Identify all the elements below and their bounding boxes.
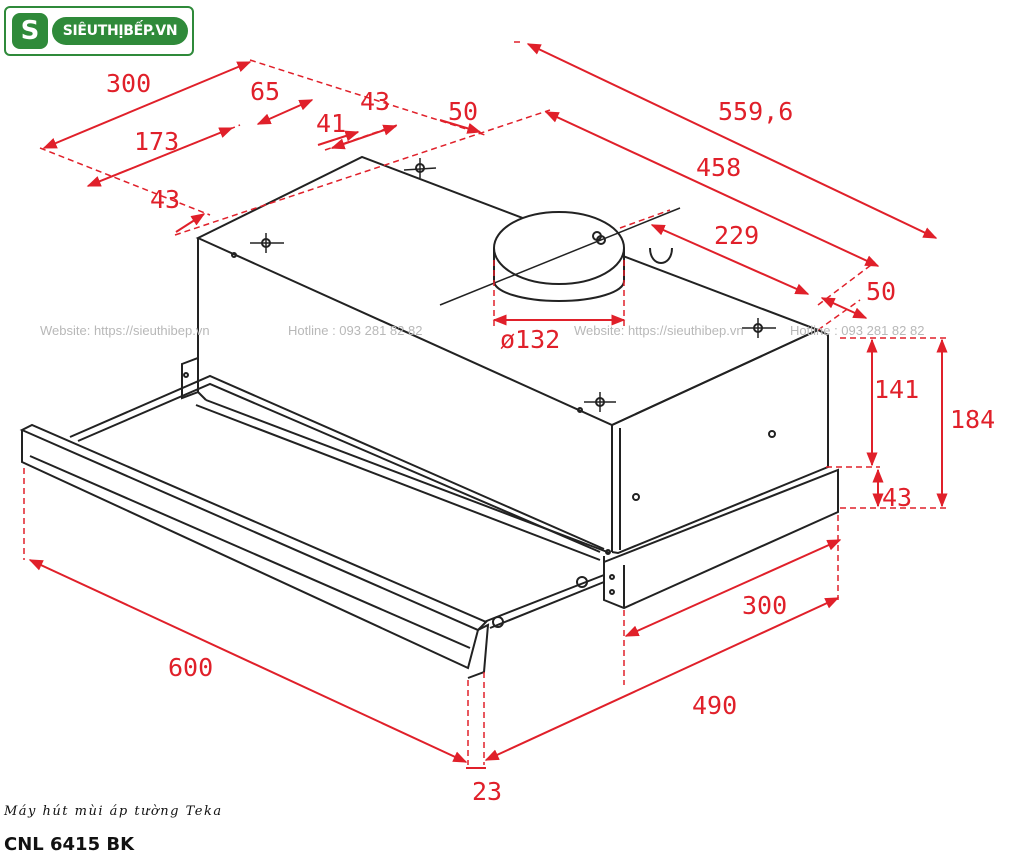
dim-43-bottom: 43 bbox=[882, 483, 912, 512]
dim-43-top: 43 bbox=[360, 87, 390, 116]
logo-s-icon: S bbox=[12, 13, 48, 49]
dim-300-top: 300 bbox=[106, 69, 151, 98]
brand-logo[interactable]: S SIÊUTHỊBẾP.VN bbox=[4, 6, 194, 56]
dim-65: 65 bbox=[250, 77, 280, 106]
product-caption: Máy hút mùi áp tường Teka bbox=[4, 804, 223, 819]
dim-141: 141 bbox=[874, 375, 919, 404]
watermark-hotline: Hotline : 093 281 82 82 bbox=[288, 323, 422, 338]
dimension-lines bbox=[23, 41, 950, 769]
dim-50-top: 50 bbox=[448, 97, 478, 126]
dim-600: 600 bbox=[168, 653, 213, 682]
dim-559-6: 559,6 bbox=[718, 97, 793, 126]
product-model: CNL 6415 BK bbox=[4, 834, 135, 855]
vent-outlet bbox=[493, 211, 673, 302]
dim-458: 458 bbox=[696, 153, 741, 182]
dim-23: 23 bbox=[472, 777, 502, 806]
dim-41: 41 bbox=[316, 109, 346, 138]
watermark-website: Website: https://sieuthibep.vn bbox=[40, 323, 210, 338]
dim-184: 184 bbox=[950, 405, 995, 434]
dim-490: 490 bbox=[692, 691, 737, 720]
logo-text: SIÊUTHỊBẾP.VN bbox=[52, 17, 188, 45]
watermark-hotline-2: Hotline : 093 281 82 82 bbox=[790, 323, 924, 338]
dim-173: 173 bbox=[134, 127, 179, 156]
dim-229: 229 bbox=[714, 221, 759, 250]
mounting-holes bbox=[183, 163, 776, 628]
dim-300-bottom: 300 bbox=[742, 591, 787, 620]
dim-d132: ø132 bbox=[500, 325, 560, 354]
watermark-website-2: Website: https://sieuthibep.vn bbox=[574, 323, 744, 338]
dim-43-left: 43 bbox=[150, 185, 180, 214]
dim-50-right: 50 bbox=[866, 277, 896, 306]
